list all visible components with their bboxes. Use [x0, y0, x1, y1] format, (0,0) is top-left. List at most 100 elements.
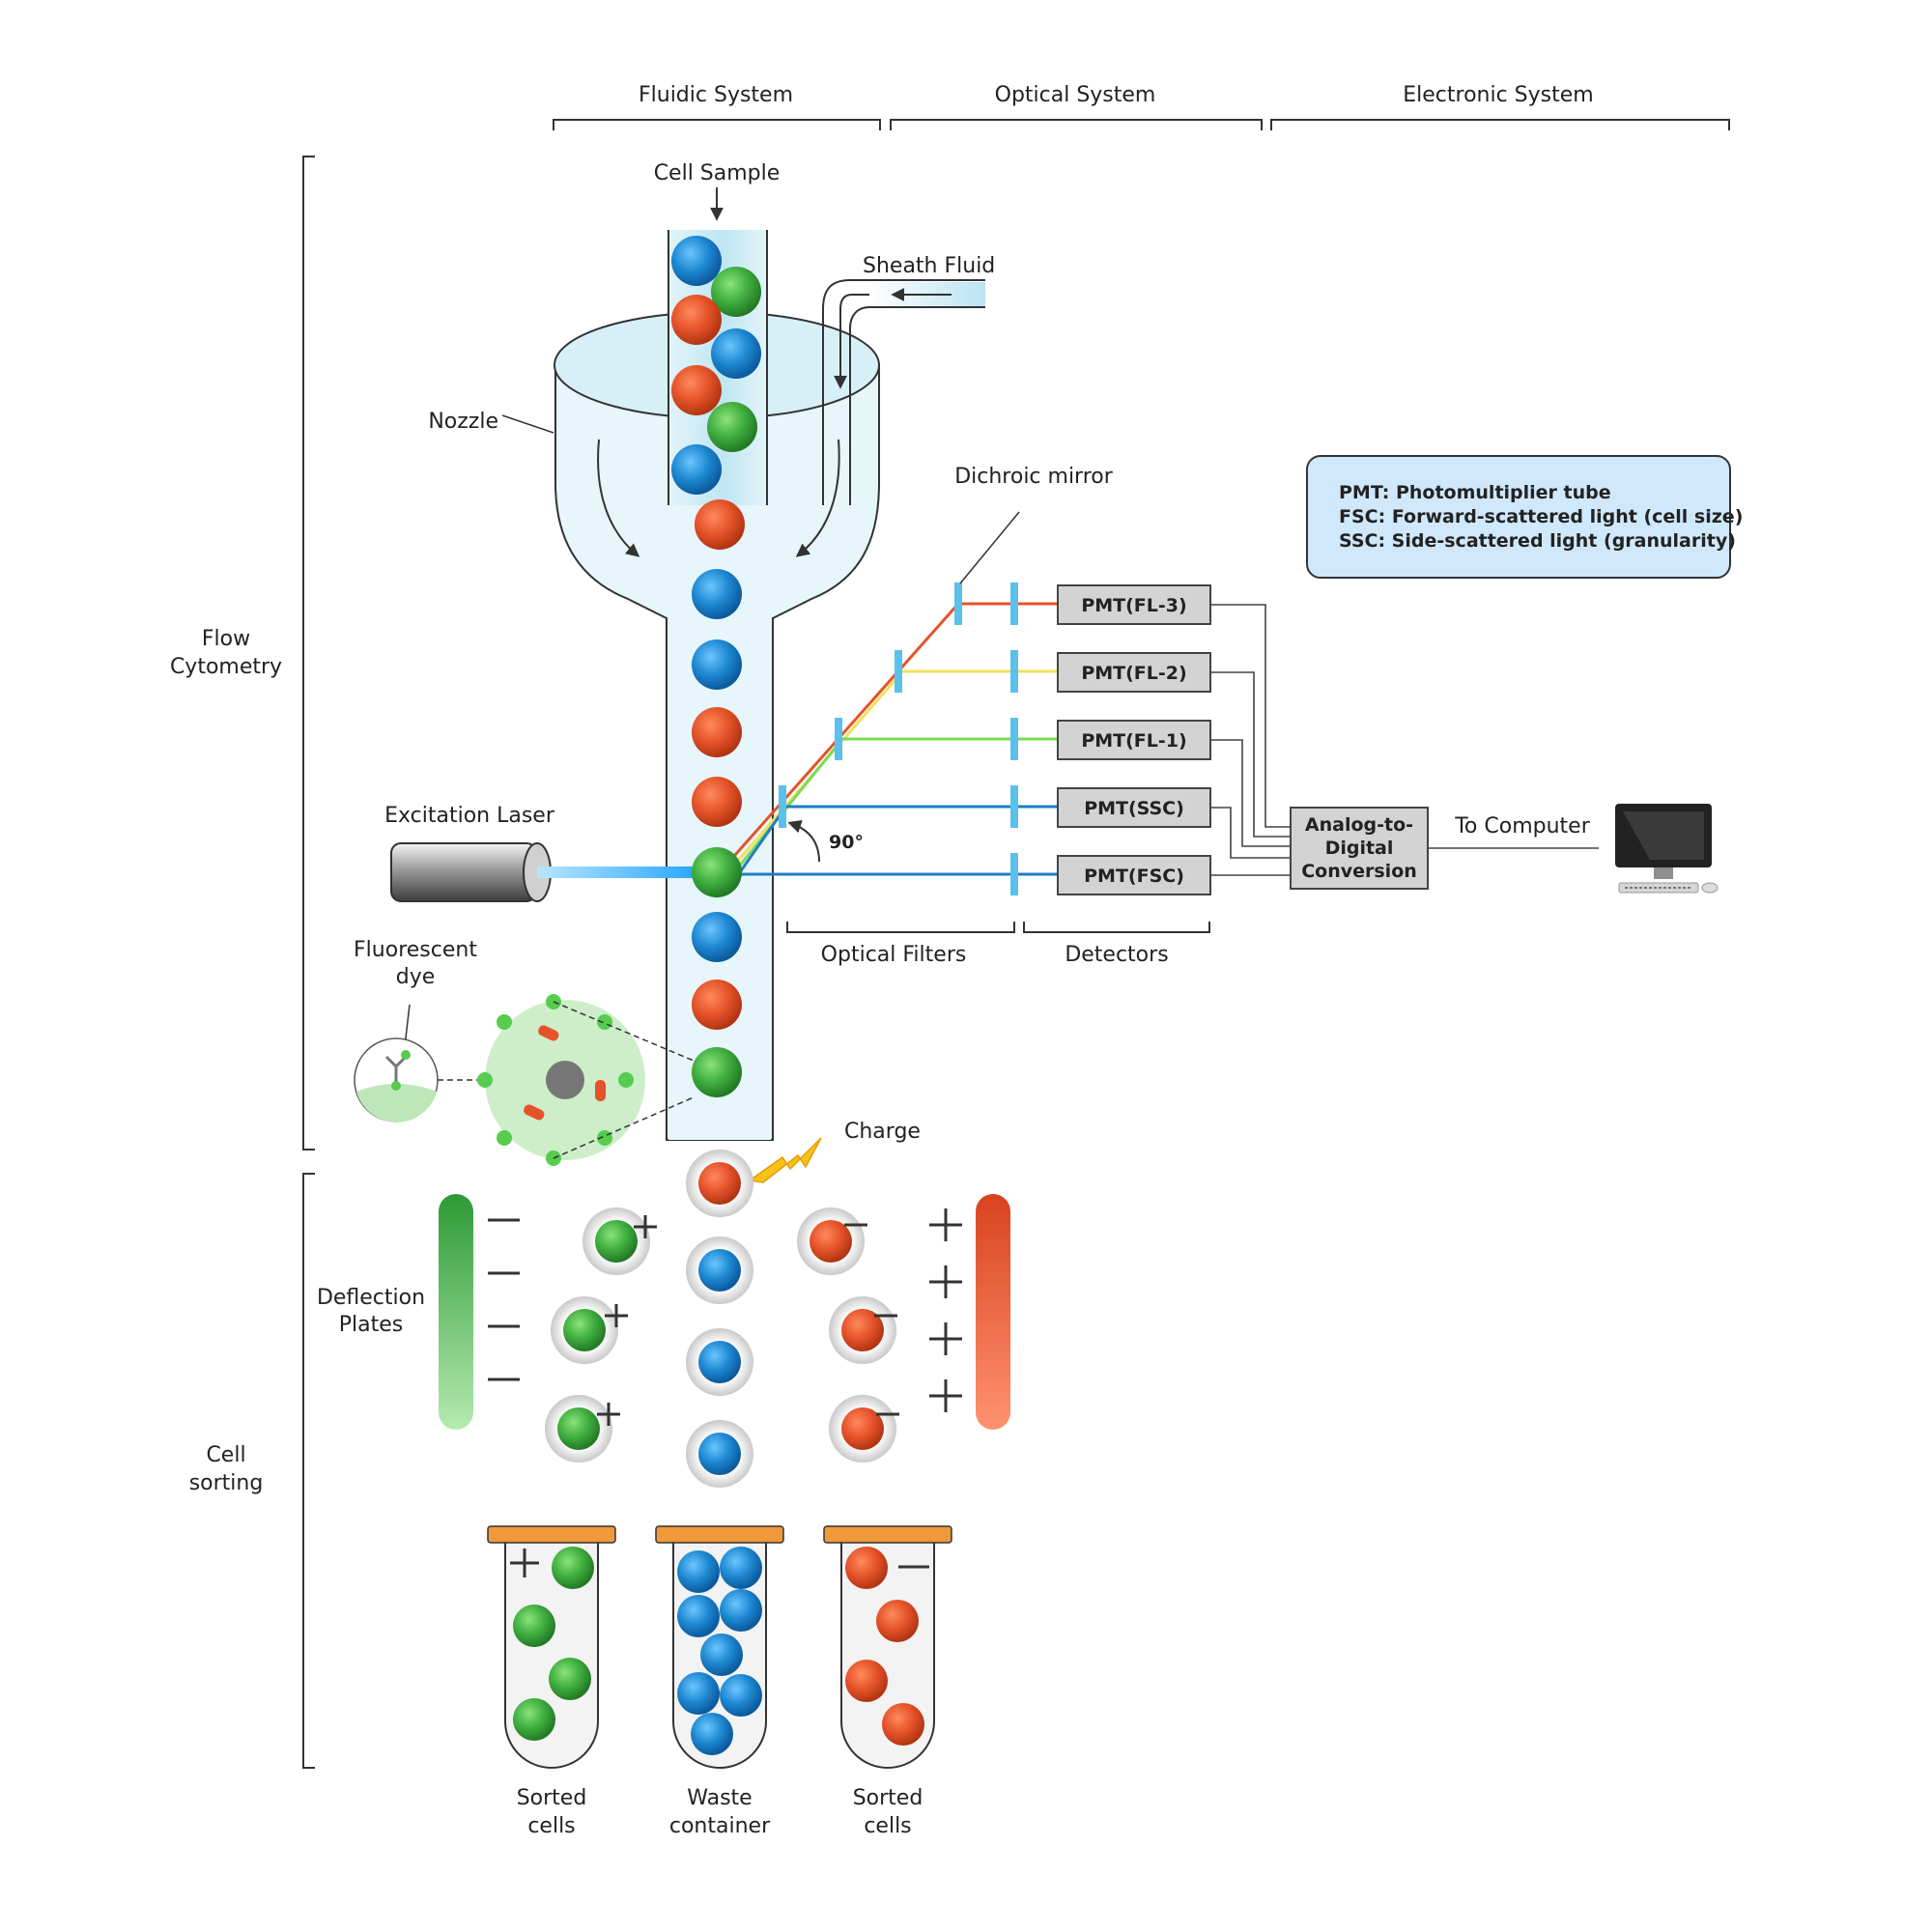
droplet-cell-6: [563, 1309, 606, 1351]
deflection-plates: Deflection Plates: [317, 1194, 1010, 1430]
tube-left-cap: [487, 1525, 616, 1544]
charge-label: Charge: [844, 1120, 921, 1144]
tube-left-label-line2: cells: [527, 1814, 575, 1838]
detector-fl3-label: PMT(FL-3): [1081, 595, 1186, 616]
optical-filter-5: [1010, 853, 1018, 895]
dichroic-leader: [959, 511, 1020, 584]
detector-fl1-label: PMT(FL-1): [1081, 730, 1186, 752]
droplet-cell-2: [698, 1249, 741, 1292]
zoom-connector-bottom: [553, 1096, 695, 1159]
flow-arrow-left: [597, 439, 640, 557]
flow-cytometry-label-line1: Flow: [202, 627, 250, 651]
tube-middle: Waste container: [655, 1525, 784, 1838]
to-computer-label: To Computer: [1454, 814, 1590, 838]
sample-cell-4: [711, 328, 761, 379]
optical-filter-1: [1010, 582, 1018, 625]
droplet-cell-7: [557, 1407, 600, 1450]
stream-cell-6: [692, 847, 742, 897]
tube-middle-label-line1: Waste: [687, 1786, 752, 1810]
optical-filter-3: [1010, 718, 1018, 760]
organelle-3: [524, 1104, 545, 1121]
electronic-bracket: [1270, 119, 1730, 130]
detector-stack: PMT(FL-3) PMT(FL-2) PMT(FL-1) PMT(SSC) P…: [1057, 584, 1291, 895]
antibody-membrane: [356, 1084, 437, 1122]
tube-middle-cell-7: [720, 1674, 762, 1717]
optical-filters-label: Optical Filters: [821, 943, 967, 967]
tube-left-plus: [510, 1548, 539, 1577]
stream-cell-4: [692, 707, 742, 757]
laser-beam: [537, 867, 696, 878]
tube-middle-cell-5: [700, 1634, 743, 1676]
deflection-plates-label-line2: Plates: [339, 1313, 403, 1337]
electronic-system-title: Electronic System: [1403, 83, 1593, 107]
angle-arrow: [787, 819, 820, 863]
droplet-cell-4: [698, 1433, 741, 1475]
fluidic-system-title: Fluidic System: [639, 83, 793, 107]
deflection-plates-label-line1: Deflection: [317, 1286, 425, 1310]
section-headers: Fluidic System Optical System Electronic…: [553, 83, 1730, 130]
droplet-cell-8: [810, 1220, 852, 1263]
charge: Charge: [748, 1120, 921, 1183]
wire-fl2: [1210, 671, 1291, 838]
dichroic-mirror-4: [779, 785, 786, 828]
stream-cell-7: [692, 912, 742, 962]
tube-right: Sorted cells: [823, 1525, 952, 1838]
fluidic-bracket: [553, 119, 881, 130]
tube-left-cell-1: [552, 1547, 594, 1589]
cell-sorting-label-line2: sorting: [189, 1471, 264, 1495]
legend-item-2: FSC: Forward-scattered light (cell size): [1339, 506, 1743, 527]
excitation-laser-label: Excitation Laser: [384, 804, 555, 828]
flow-cytometry-label-line2: Cytometry: [170, 655, 282, 679]
detector-ssc-label: PMT(SSC): [1084, 798, 1184, 819]
dichroic-mirror-2: [895, 650, 902, 693]
optical-filters-bracket: [786, 922, 1015, 933]
nozzle-label: Nozzle: [428, 410, 498, 434]
negative-plate: [439, 1194, 473, 1430]
detector-fsc: PMT(FSC): [1057, 855, 1211, 895]
detectors-bracket: [1023, 922, 1210, 933]
optical-filter-4: [1010, 785, 1018, 828]
stream-cell-3: [692, 639, 742, 690]
wire-fl1: [1210, 739, 1291, 847]
fluorescent-dye-label-line1: Fluorescent: [354, 938, 477, 962]
detector-fl2: PMT(FL-2): [1057, 652, 1211, 693]
sheath-fluid-label: Sheath Fluid: [863, 254, 995, 278]
droplet-cell-9: [841, 1309, 884, 1351]
dichroic-mirror-1: [954, 582, 962, 625]
tube-middle-cell-3: [677, 1595, 720, 1637]
detectors-label: Detectors: [1065, 943, 1168, 967]
stream-cell-5: [692, 777, 742, 827]
stream-cell-9: [692, 1047, 742, 1097]
optical-filter-2: [1010, 650, 1018, 693]
optical-system-title: Optical System: [995, 83, 1156, 107]
cell-nucleus: [546, 1061, 584, 1099]
tube-right-label-line2: cells: [864, 1814, 911, 1838]
beam-ssc-diagonal: [733, 810, 784, 880]
sheath-arrow-down: [834, 294, 869, 389]
adc-label-line3: Conversion: [1301, 861, 1417, 882]
zoom-connector-top: [553, 1001, 695, 1062]
tube-right-cell-3: [845, 1660, 888, 1702]
droplet-cell-5: [595, 1220, 638, 1263]
detector-fsc-label: PMT(FSC): [1084, 866, 1184, 887]
plus-signs: [929, 1208, 962, 1412]
tube-right-cell-4: [882, 1703, 924, 1746]
wire-ssc: [1210, 807, 1291, 859]
left-brackets: Flow Cytometry Cell sorting: [170, 156, 315, 1769]
detector-fl1: PMT(FL-1): [1057, 720, 1211, 760]
tube-middle-cell-1: [677, 1550, 720, 1593]
adc-label-line1: Analog-to-: [1305, 814, 1413, 836]
cells-layer: [513, 236, 924, 1755]
droplet-charge-signs: [597, 1215, 899, 1426]
optical-bracket: [890, 119, 1263, 130]
excitation-laser: Excitation Laser: [384, 804, 696, 902]
stream-cell-1: [695, 499, 745, 550]
sample-cell-1: [671, 236, 722, 286]
tube-right-label-line1: Sorted: [853, 1786, 923, 1810]
droplet-plus-2: [605, 1304, 628, 1327]
detector-fl3: PMT(FL-3): [1057, 584, 1211, 625]
tube-left-cell-4: [513, 1698, 555, 1741]
sample-cell-6: [707, 402, 757, 452]
legend-item-1: PMT: Photomultiplier tube: [1339, 482, 1611, 503]
cell-sorting-bracket: [302, 1173, 315, 1769]
